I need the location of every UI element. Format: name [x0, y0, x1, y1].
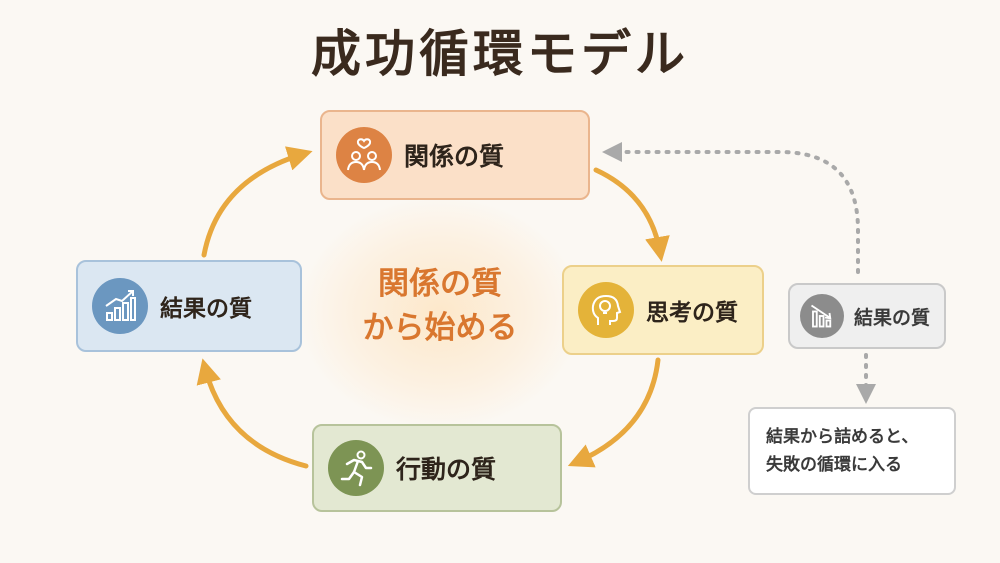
head-lightbulb-icon	[578, 282, 634, 338]
dotted-arrow-to-relationship	[602, 142, 860, 274]
running-person-icon	[328, 440, 384, 496]
arrow-action-to-result	[196, 358, 309, 469]
node-result-bad-label: 結果の質	[854, 306, 931, 329]
node-relationship-label: 関係の質	[404, 142, 505, 171]
node-relationship: 関係の質	[320, 110, 590, 200]
arrow-relationship-to-thinking	[593, 167, 670, 262]
arrow-result-to-relationship	[201, 146, 313, 258]
node-thinking-label: 思考の質	[646, 300, 738, 326]
center-message-line2: から始める	[362, 310, 518, 346]
node-result-label: 結果の質	[160, 296, 252, 322]
node-action-label: 行動の質	[396, 455, 497, 484]
node-result-bad: 結果の質	[788, 283, 946, 349]
center-glow	[300, 198, 580, 428]
warning-note: 結果から詰めると、 失敗の循環に入る	[748, 407, 956, 495]
decline-chart-icon	[800, 294, 844, 338]
node-thinking: 思考の質	[562, 265, 764, 355]
warning-note-line2: 失敗の循環に入る	[766, 455, 902, 475]
diagram-title: 成功循環モデル	[311, 25, 689, 83]
center-message-line1: 関係の質	[378, 266, 502, 302]
node-action: 行動の質	[312, 424, 562, 512]
center-message: 関係の質 から始める	[330, 262, 550, 350]
warning-note-line1: 結果から詰めると、	[766, 427, 919, 447]
growth-chart-icon	[92, 278, 148, 334]
people-heart-icon	[336, 127, 392, 183]
arrow-thinking-to-action	[567, 357, 661, 468]
node-result: 結果の質	[76, 260, 302, 352]
